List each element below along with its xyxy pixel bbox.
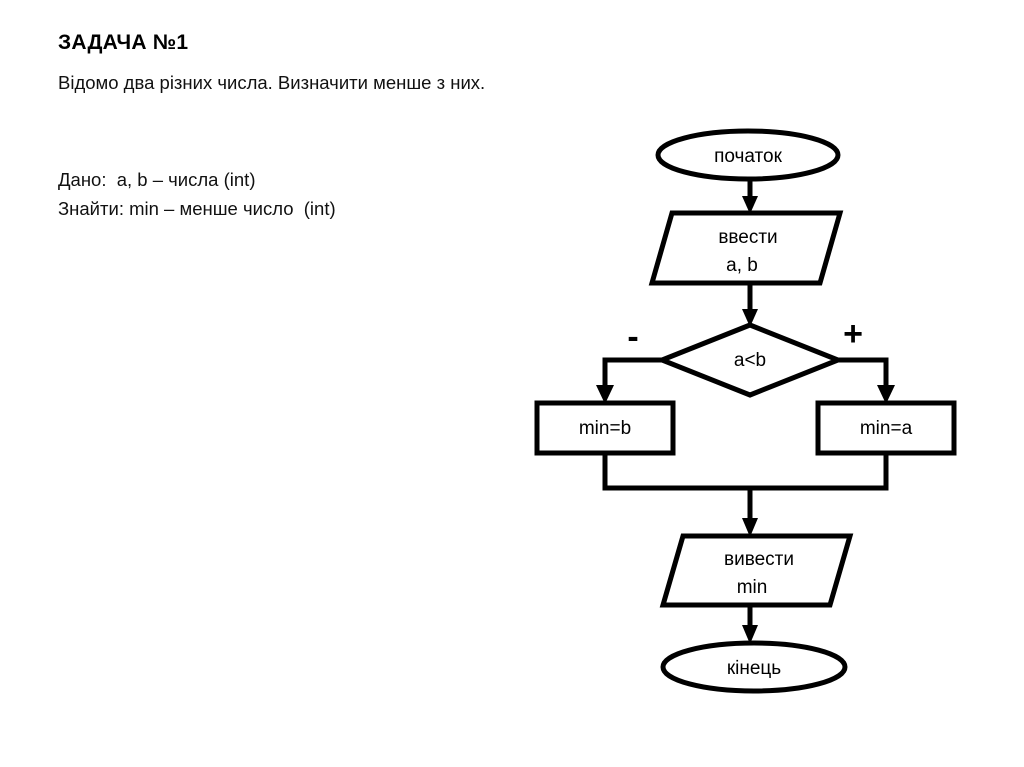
flow-node-end-label: кінець <box>727 658 781 679</box>
flow-node-output-label-line2: min <box>737 577 768 598</box>
branch-label-false: - <box>627 318 638 356</box>
problem-description: Відомо два різних числа. Визначити менше… <box>58 72 486 94</box>
flow-node-decision[interactable]: a<b <box>655 322 845 398</box>
flow-node-assign-right-label: min=a <box>860 418 913 439</box>
edge-decision-true-to-assign-right <box>838 357 895 404</box>
flow-node-start[interactable]: початок <box>655 128 841 182</box>
flow-node-assign-left[interactable]: min=b <box>534 400 676 456</box>
flow-node-input[interactable]: ввести a, b <box>648 210 844 286</box>
edge-output-to-end <box>742 605 758 644</box>
given-line: Дано: a, b – числа (int) <box>58 169 256 190</box>
flow-node-output-label-line1: вивести <box>724 549 794 570</box>
flow-node-assign-left-label: min=b <box>579 418 631 439</box>
problem-statement: ЗАДАЧА №1 Відомо два різних числа. Визна… <box>58 30 658 96</box>
page-title: ЗАДАЧА №1 <box>58 31 189 54</box>
flow-node-input-label-line1: ввести <box>718 227 777 248</box>
given-find-block: Дано: a, b – числа (int) Знайти: min – м… <box>58 166 618 223</box>
flow-node-start-label: початок <box>714 146 783 167</box>
flow-node-assign-right[interactable]: min=a <box>815 400 957 456</box>
branch-label-true: + <box>843 315 863 353</box>
edge-input-to-decision <box>742 283 758 327</box>
find-line: Знайти: min – менше число (int) <box>58 197 336 219</box>
flow-node-decision-label: a<b <box>734 350 766 371</box>
edge-merge-to-output <box>602 453 889 537</box>
flow-node-input-label-line2: a, b <box>726 255 758 276</box>
flow-node-end[interactable]: кінець <box>660 640 848 694</box>
flow-node-output[interactable]: вивести min <box>659 533 854 608</box>
edge-start-to-input <box>742 178 758 214</box>
edge-decision-false-to-assign-left <box>596 357 662 404</box>
